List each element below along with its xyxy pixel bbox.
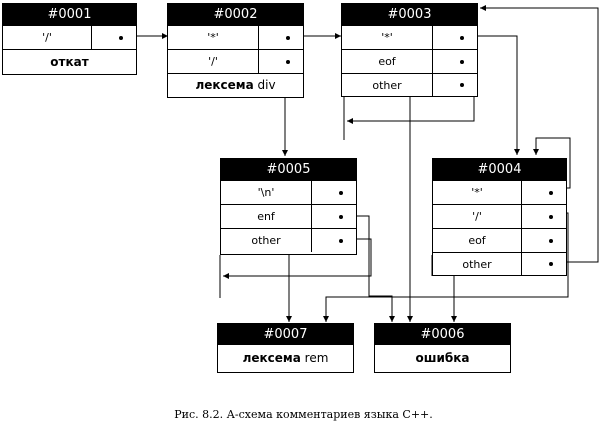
node-0001-row-slash: '/': [3, 25, 136, 49]
node-0006-action-text: ошибка: [415, 351, 470, 365]
node-0005-row-label: '\n': [257, 186, 275, 199]
node-0006-id: #0006: [375, 324, 510, 345]
node-0005-row-newline: '\n': [221, 180, 356, 204]
node-0004-row-slash: '/': [433, 204, 566, 228]
node-0002: #0002 '*' '/' лексема div: [167, 3, 304, 98]
node-0004-row-label: eof: [468, 234, 486, 247]
port-dot: [339, 214, 343, 219]
node-0003-port: [432, 26, 477, 49]
port-dot: [339, 238, 343, 243]
node-0004-port: [521, 181, 566, 204]
edge-0003-star-to-0004: [459, 35, 520, 155]
node-0003-port: [432, 74, 477, 96]
node-0007-id: #0007: [218, 324, 353, 345]
node-0006-action: ошибка: [375, 345, 510, 372]
port-dot: [339, 190, 343, 195]
node-0003: #0003 '*' eof other: [341, 3, 478, 97]
node-0005-row-enf: enf: [221, 204, 356, 228]
node-0002-action: лексема div: [168, 73, 303, 97]
node-0003-id: #0003: [342, 4, 477, 25]
node-0003-row-eof: eof: [342, 49, 477, 73]
node-0001-id: #0001: [3, 4, 136, 25]
node-0002-row-label: '*': [207, 31, 219, 44]
port-dot: [549, 190, 553, 195]
node-0004-row-other: other: [433, 252, 566, 275]
port-dot: [286, 59, 290, 64]
node-0001-port: [91, 26, 136, 49]
node-0003-row-other: other: [342, 73, 477, 96]
node-0002-row-slash: '/': [168, 49, 303, 73]
node-0007: #0007 лексема rem: [217, 323, 354, 373]
port-dot: [549, 262, 553, 266]
node-0005-port: [311, 181, 356, 204]
node-0004-row-eof: eof: [433, 228, 566, 252]
node-0002-row-star: '*': [168, 25, 303, 49]
node-0001-row-label: '/': [42, 31, 52, 44]
node-0005-port: [311, 205, 356, 228]
node-0004-port: [521, 253, 566, 275]
node-0004-row-label: '*': [471, 186, 483, 199]
node-0005-port: [311, 229, 356, 252]
node-0005-row-other: other: [221, 228, 356, 252]
node-0005-row-label: enf: [257, 210, 275, 223]
node-0001-action: откат: [3, 49, 136, 74]
node-0003-row-star: '*': [342, 25, 477, 49]
node-0003-row-label: eof: [378, 55, 396, 68]
port-dot: [549, 238, 553, 243]
node-0004-row-label: other: [462, 258, 492, 271]
node-0002-port: [258, 50, 303, 73]
port-dot: [286, 35, 290, 40]
node-0005-id: #0005: [221, 159, 356, 180]
port-dot: [549, 214, 553, 219]
node-0004-port: [521, 229, 566, 252]
port-dot: [460, 83, 464, 87]
node-0007-action-keyword: лексема: [242, 351, 301, 365]
node-0007-action-token: rem: [300, 351, 329, 365]
edge-0005-enf-to-0006: [338, 215, 395, 322]
node-0001-action-text: откат: [50, 55, 89, 69]
port-dot: [460, 59, 464, 64]
node-0004-id: #0004: [433, 159, 566, 180]
edge-0004-other-to-0003: [480, 5, 599, 263]
node-0007-action: лексема rem: [218, 345, 353, 372]
node-0004-row-label: '/': [472, 210, 482, 223]
node-0002-action-keyword: лексема: [195, 78, 254, 92]
node-0003-port: [432, 50, 477, 73]
node-0005-row-label: other: [251, 234, 281, 247]
node-0002-port: [258, 26, 303, 49]
node-0002-row-label: '/': [208, 55, 218, 68]
node-0003-row-label: other: [372, 79, 402, 92]
node-0004-row-star: '*': [433, 180, 566, 204]
node-0005: #0005 '\n' enf other: [220, 158, 357, 255]
node-0002-action-token: div: [253, 78, 276, 92]
node-0002-id: #0002: [168, 4, 303, 25]
node-0001: #0001 '/' откат: [2, 3, 137, 75]
node-0003-row-label: '*': [381, 31, 393, 44]
node-0004-port: [521, 205, 566, 228]
node-0004: #0004 '*' '/' eof other: [432, 158, 567, 276]
figure-caption: Рис. 8.2. А-схема комментариев языка С++…: [174, 408, 433, 421]
node-0006: #0006 ошибка: [374, 323, 511, 373]
port-dot: [460, 35, 464, 40]
port-dot: [119, 35, 123, 40]
